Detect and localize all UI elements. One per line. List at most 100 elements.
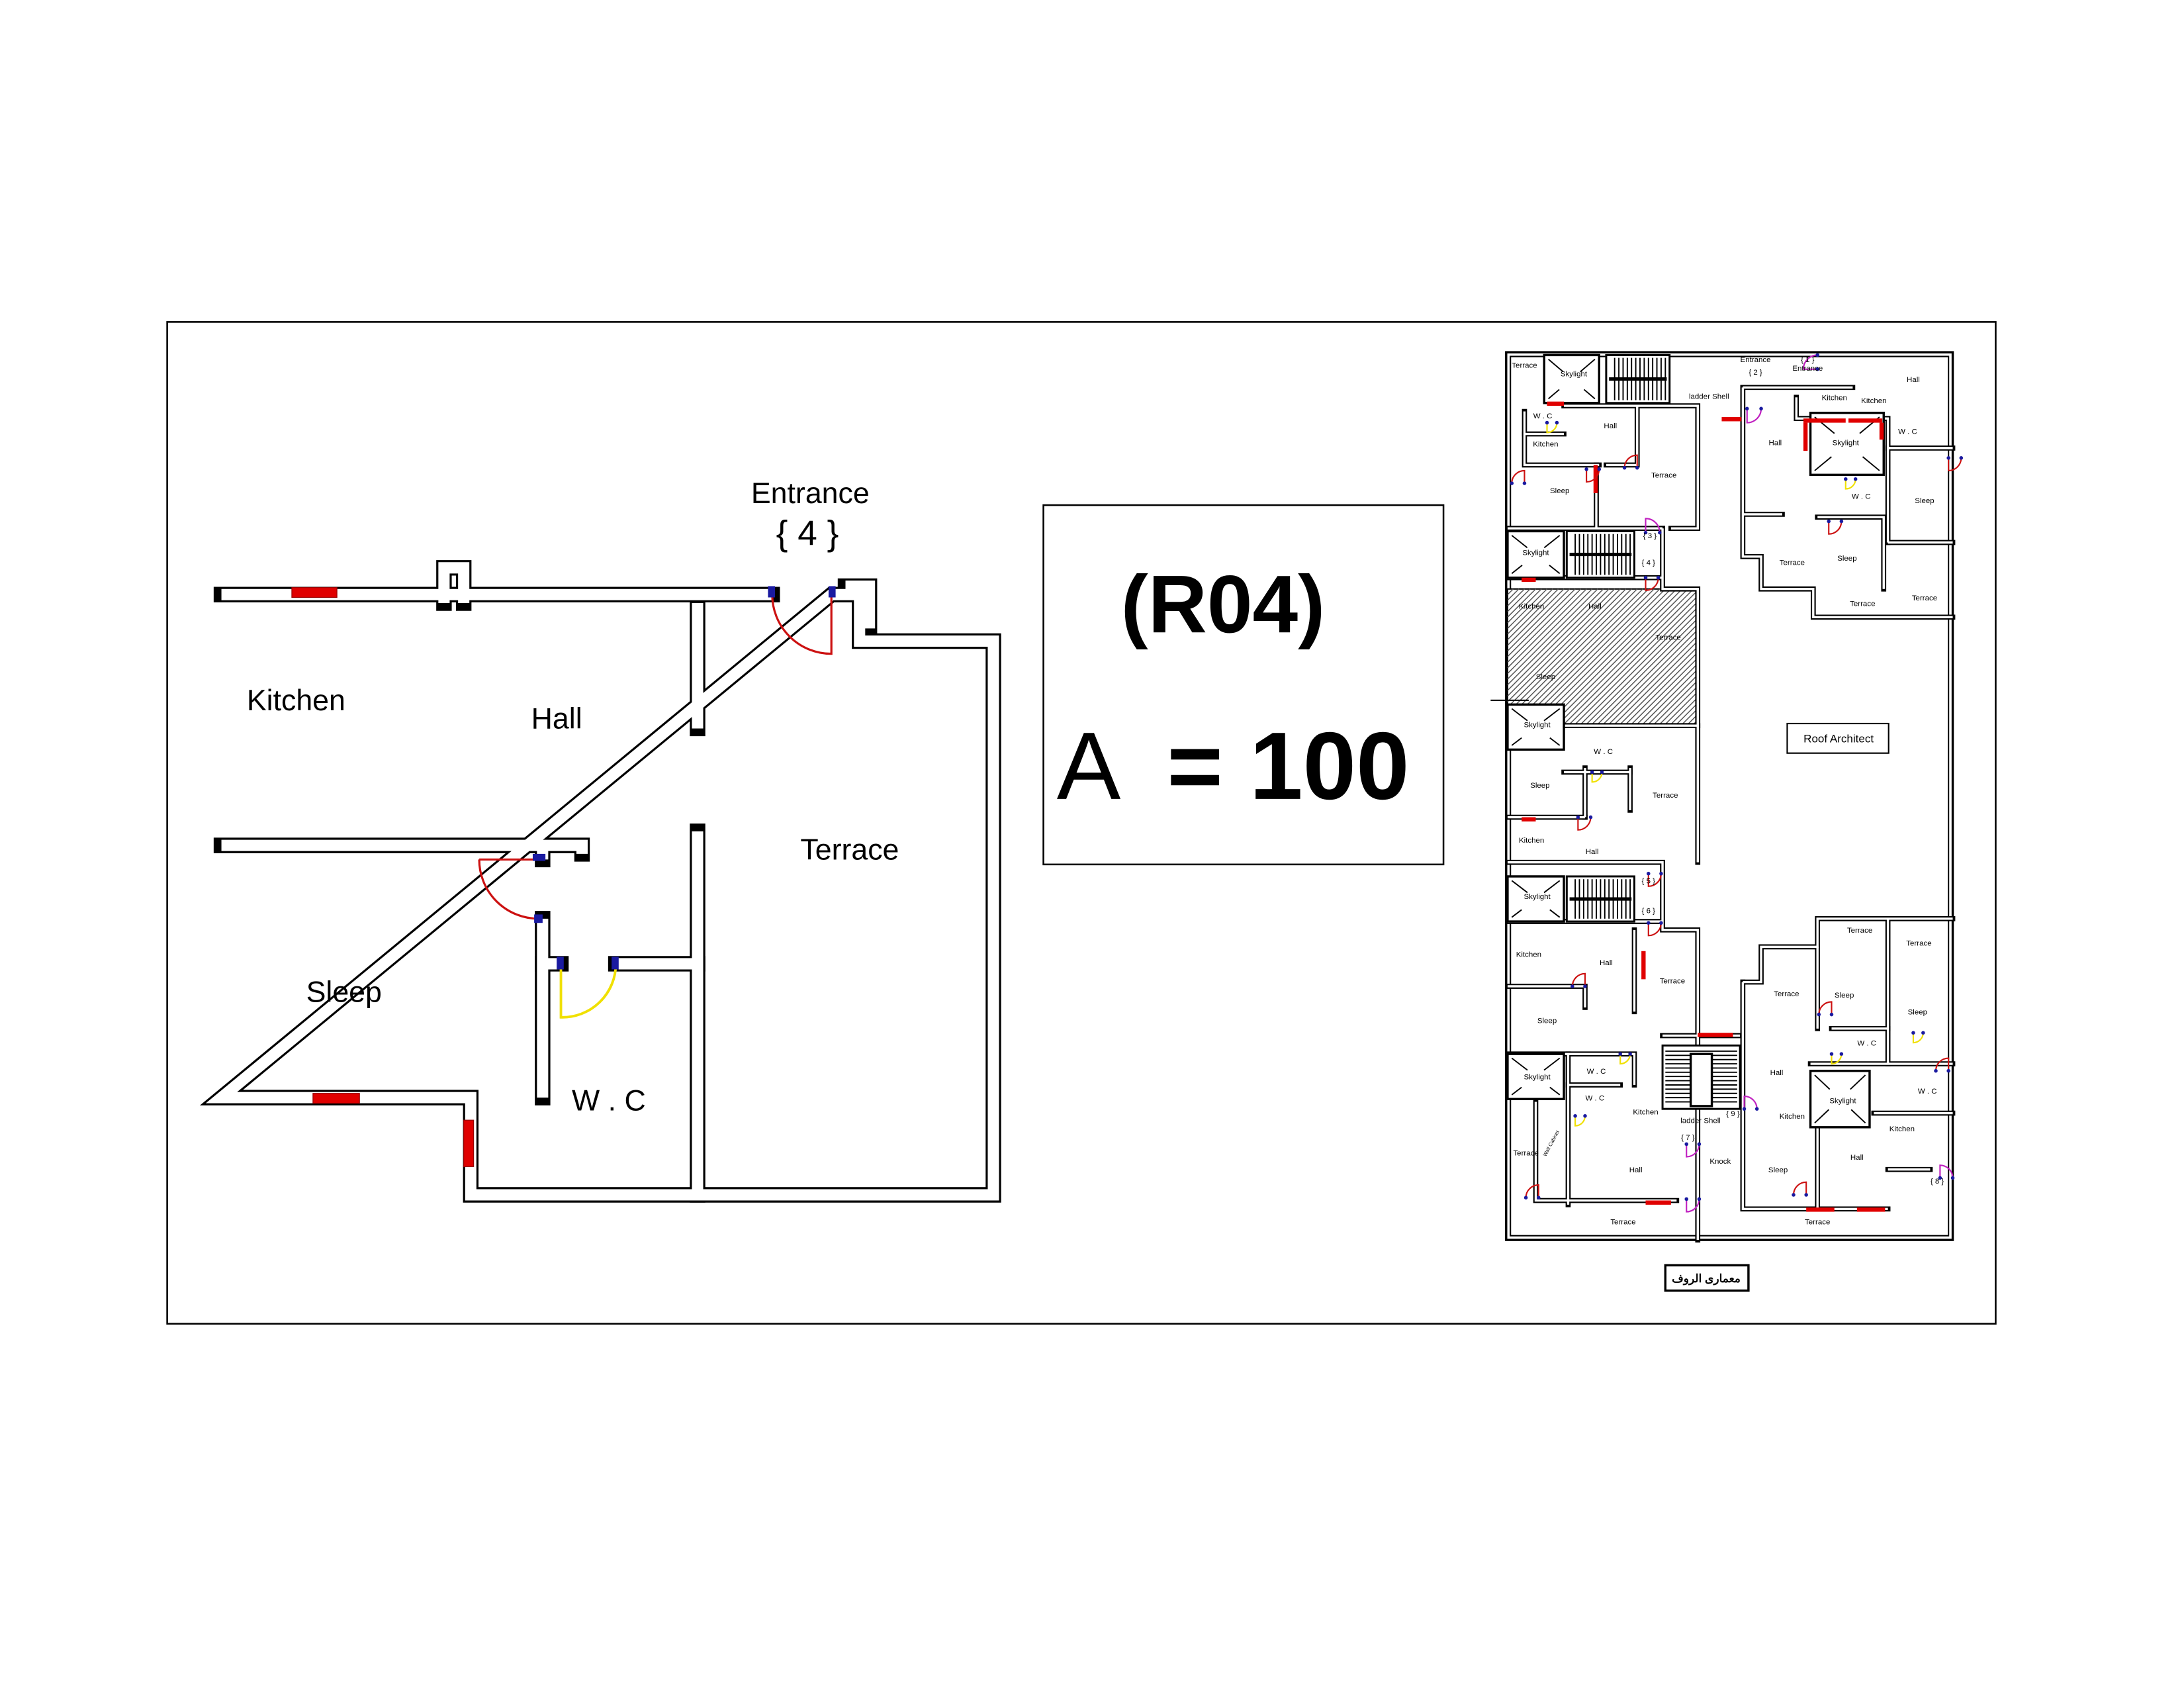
door[interactable] xyxy=(1686,1199,1700,1213)
door-jamb xyxy=(1576,815,1580,820)
hatch-line xyxy=(1507,588,1643,725)
room-label: Terrace xyxy=(1512,362,1537,370)
hatch-line xyxy=(1647,675,1698,726)
door-jamb xyxy=(1583,984,1587,988)
door[interactable] xyxy=(1623,454,1638,468)
hatch-line xyxy=(1507,588,1553,635)
door-jamb xyxy=(1792,1193,1796,1197)
entrance-door-2[interactable] xyxy=(1746,408,1762,424)
hatch-line xyxy=(1562,590,1698,726)
door-jamb xyxy=(1643,530,1648,535)
skylight xyxy=(1506,703,1565,751)
entrance-door-1[interactable] xyxy=(1802,354,1818,370)
door-jamb xyxy=(1555,420,1559,425)
hatch-line xyxy=(1590,618,1698,726)
window xyxy=(291,586,338,598)
room-label-terrace: Terrace xyxy=(800,833,899,866)
door-jamb xyxy=(1697,1142,1702,1147)
wc-door[interactable] xyxy=(1546,422,1558,434)
entrance-door-3[interactable] xyxy=(1645,518,1661,533)
skylight-cross xyxy=(1511,708,1561,746)
hatch-line xyxy=(1507,588,1537,618)
door-jamb xyxy=(1524,1196,1528,1200)
hatch-line xyxy=(1567,595,1698,726)
hatch-line xyxy=(1507,588,1587,669)
door[interactable] xyxy=(1586,469,1600,483)
skylight xyxy=(1506,1053,1565,1100)
room-label: Terrace xyxy=(1513,1149,1538,1157)
skylight-cross xyxy=(1548,359,1596,400)
room-label: Terrace xyxy=(1906,939,1931,947)
door-jamb xyxy=(1684,1142,1689,1147)
room-label: Hall xyxy=(1604,422,1617,430)
hatch-line xyxy=(1652,680,1698,726)
door-jamb xyxy=(1759,406,1763,411)
hatch-line xyxy=(1533,588,1672,726)
wc-door[interactable] xyxy=(1844,479,1856,490)
door[interactable] xyxy=(1577,817,1592,831)
room-label: Sleep xyxy=(1837,555,1856,563)
door-jamb xyxy=(1618,1052,1622,1056)
door[interactable] xyxy=(1828,521,1843,535)
door-jamb xyxy=(1510,481,1514,485)
door[interactable] xyxy=(1571,972,1586,987)
door-jamb xyxy=(1934,1068,1938,1073)
entrance-number: { 4 } xyxy=(776,514,839,553)
room-label: { 1 } xyxy=(1801,356,1815,364)
wc-door[interactable] xyxy=(1912,1033,1924,1044)
wc-door[interactable] xyxy=(559,963,617,1019)
roof-architect-stamp: Roof Architect xyxy=(1786,722,1889,754)
entrance-door-9[interactable] xyxy=(1743,1095,1758,1109)
room-label: Entrance xyxy=(1741,356,1771,364)
door[interactable] xyxy=(1525,1184,1539,1198)
hatch-line xyxy=(1613,640,1698,726)
door[interactable] xyxy=(1948,457,1962,472)
wc-door[interactable] xyxy=(1574,1115,1586,1127)
entrance-door-7[interactable] xyxy=(1686,1144,1700,1158)
door-jamb xyxy=(1584,467,1588,471)
room-label: Hall xyxy=(1768,440,1782,447)
hatch-line xyxy=(1596,624,1698,726)
skylight-cross xyxy=(1814,416,1880,471)
wall-fill xyxy=(438,562,470,604)
room-label: { 9 } xyxy=(1726,1110,1740,1118)
room-label: Kitchen xyxy=(1519,603,1544,611)
door[interactable] xyxy=(1792,1181,1807,1196)
room-label: Hall xyxy=(1629,1166,1643,1174)
room-label: Skylight xyxy=(1524,893,1551,901)
entrance-door-4[interactable] xyxy=(1645,577,1659,591)
door-5[interactable] xyxy=(1647,873,1662,887)
door[interactable] xyxy=(1934,1057,1950,1071)
door-jamb xyxy=(1911,1031,1915,1035)
room-label: Sleep xyxy=(1908,1009,1927,1017)
room-label: Hall xyxy=(1600,959,1613,967)
wall-fill xyxy=(1741,387,1953,619)
wall-fill xyxy=(1507,985,1586,1008)
room-label: Skylight xyxy=(1829,1098,1856,1105)
door-jamb xyxy=(1959,456,1964,460)
entrance-door-8[interactable] xyxy=(1939,1164,1954,1178)
door[interactable] xyxy=(1511,469,1525,484)
entrance-door[interactable] xyxy=(771,594,833,655)
title-box: (R04) A = 100 xyxy=(1042,504,1445,866)
door[interactable] xyxy=(1818,1001,1833,1015)
room-label: Sleep xyxy=(1530,782,1549,790)
room-label: { 8 } xyxy=(1931,1178,1944,1186)
room-label: Kitchen xyxy=(1533,441,1558,449)
hatch-line xyxy=(1507,588,1542,624)
room-label: Terrace xyxy=(1847,927,1872,935)
hatch-line xyxy=(1658,686,1698,726)
skylight xyxy=(1809,411,1885,477)
room-label: Terrace xyxy=(1610,1219,1635,1227)
hatch-line xyxy=(1507,588,1576,657)
door-jamb xyxy=(1522,481,1527,485)
hatch-line xyxy=(1507,588,1632,714)
hatch-line xyxy=(1507,588,1514,595)
room-label: { 7 } xyxy=(1681,1134,1695,1142)
door-6[interactable] xyxy=(1647,923,1662,937)
door-jamb xyxy=(1684,1197,1689,1201)
hatch-line xyxy=(1624,651,1698,726)
door-jamb xyxy=(1597,467,1602,471)
wall-fill xyxy=(1534,1102,1677,1202)
sleep-door[interactable] xyxy=(478,858,539,920)
